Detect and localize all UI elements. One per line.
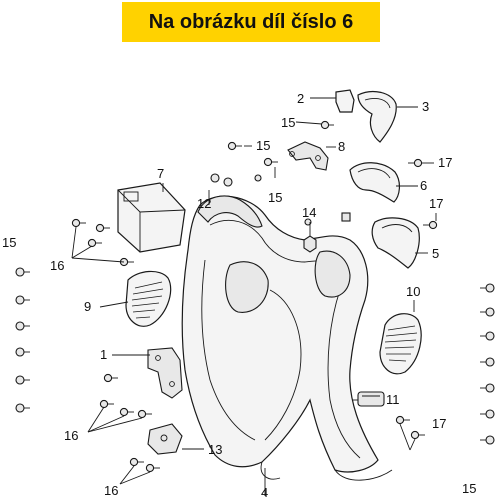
part-14-nut [303,235,317,253]
callout-1: 1 [100,347,107,362]
part-4-front-body-panel [181,195,393,481]
part-6-inner-cover-piece [349,162,400,203]
part-10-right-vent-grille [379,313,422,375]
callout-17-top: 17 [438,155,452,170]
title-banner: Na obrázku díl číslo 6 [122,2,380,42]
callout-2: 2 [297,91,304,106]
callout-16-top: 16 [50,258,64,273]
part-13-plate [147,423,183,455]
part-1-lower-bracket [147,347,183,399]
callout-13: 13 [208,442,222,457]
part-12-upper-bracket [197,195,263,228]
part-7-storage-box [117,182,186,253]
callout-14: 14 [302,205,316,220]
part-5-side-cover-piece [371,217,420,269]
screw-column-left [15,267,30,413]
callout-7: 7 [157,166,164,181]
callout-16-mid: 16 [64,428,78,443]
callout-5: 5 [432,246,439,261]
callout-10: 10 [406,284,420,299]
screw-column-right [480,283,495,445]
callout-labels: 2 3 15 15 8 7 17 6 12 15 17 14 15 5 16 1… [2,91,476,500]
callout-12: 12 [197,196,211,211]
part-8-mounting-bracket [287,141,329,171]
callout-16-bottom: 16 [104,483,118,498]
callout-15-left: 15 [2,235,16,250]
callout-15-center: 15 [268,190,282,205]
callout-6: 6 [420,178,427,193]
part-11-clip [357,391,385,407]
callout-11: 11 [386,392,400,407]
part-9-left-vent-grille [125,270,172,327]
callout-15-top: 15 [281,115,295,130]
callout-17-bottom: 17 [432,416,446,431]
part-3-upper-cover-piece [357,91,397,143]
leader-lines [71,97,437,496]
callout-17-mid: 17 [429,196,443,211]
part-2-clip [335,89,355,113]
callout-9: 9 [84,299,91,314]
callout-4: 4 [261,485,268,500]
callout-15-right: 15 [462,481,476,496]
callout-8: 8 [338,139,345,154]
callout-3: 3 [422,99,429,114]
callout-15-mid: 15 [256,138,270,153]
